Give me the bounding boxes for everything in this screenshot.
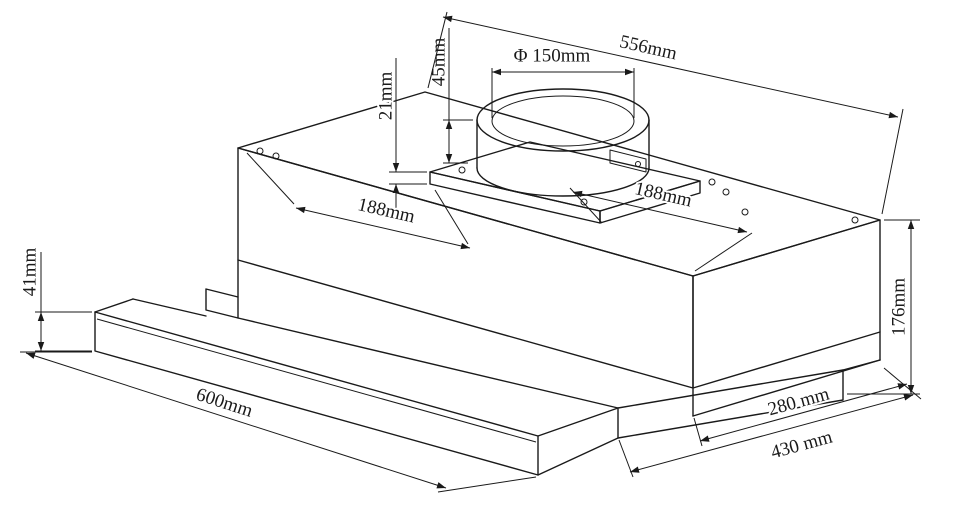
collar-clamp <box>609 149 647 173</box>
dim-label-top-width: 556mm <box>618 31 679 64</box>
dimension-annotations: Φ 150mm 45mm 21mm 556mm <box>17 11 922 493</box>
dim-label-right-offset: 188mm <box>633 178 694 211</box>
dim-duct-diameter: Φ 150mm <box>491 43 635 118</box>
dim-label-plate-height: 21mm <box>375 72 396 121</box>
dim-label-duct-diameter: Φ 150mm <box>514 45 591 66</box>
dim-total-depth: 430 mm <box>618 394 914 478</box>
screw-marks <box>256 147 859 224</box>
duct-collar-outer-rim <box>476 88 650 152</box>
dim-plate-height: 21mm <box>373 58 427 214</box>
dim-label-body-height: 176mm <box>888 278 909 336</box>
dim-label-visor-height: 41mm <box>19 248 40 297</box>
dim-label-bottom-depth: 280 mm <box>766 383 832 420</box>
dim-left-offset: 188mm <box>246 152 471 250</box>
clamp-screw-icon <box>635 161 641 167</box>
duct-collar <box>476 88 650 197</box>
visor-slide-bracket <box>205 288 239 319</box>
dim-label-left-offset: 188mm <box>356 194 417 227</box>
dim-right-offset: 188mm <box>569 176 753 272</box>
dim-total-width: 600mm <box>20 351 537 493</box>
hood-body-outline <box>237 91 881 389</box>
visor-panel <box>94 259 539 476</box>
dim-label-total-width: 600mm <box>193 384 255 422</box>
duct-collar-inner-rim <box>491 95 635 147</box>
dim-body-height: 176mm <box>847 219 920 395</box>
dim-visor-height: 41mm <box>17 246 92 352</box>
